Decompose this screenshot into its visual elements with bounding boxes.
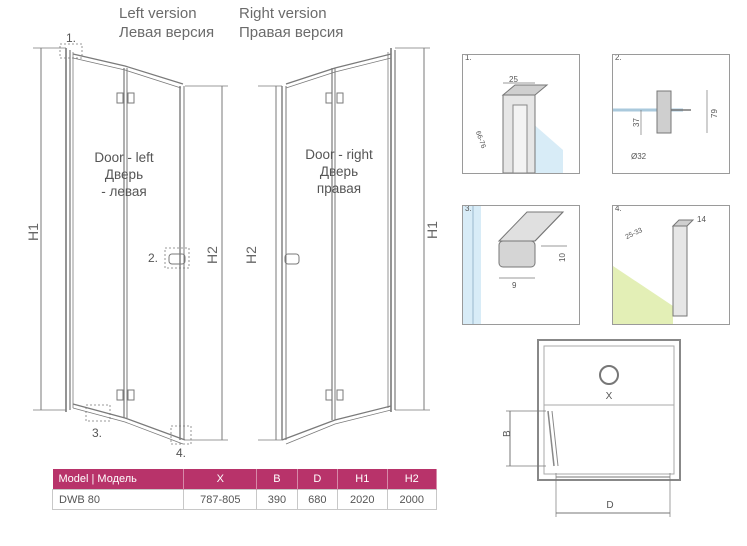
cell-h2: 2000	[386, 489, 438, 510]
callout-2-label: 2.	[148, 251, 158, 265]
th-x: X	[183, 469, 258, 490]
detail-2-diameter: Ø32	[631, 152, 647, 161]
left-version-title-en: Left version	[119, 5, 197, 22]
cell-x: 787-805	[183, 489, 258, 510]
callout-box-3	[85, 404, 111, 422]
detail-3-box: 3. 10 9	[462, 205, 580, 325]
right-version-title-en: Right version	[239, 5, 327, 22]
detail-4-box: 4. 25-33 14	[612, 205, 730, 325]
plan-d-label: D	[606, 500, 613, 511]
detail-3-drawing: 10 9	[463, 206, 567, 324]
callout-1-label: 1.	[66, 31, 76, 45]
plan-view: X B D	[502, 339, 681, 517]
th-h1: H1	[337, 469, 388, 490]
th-b: B	[256, 469, 298, 490]
detail-2-height: 79	[710, 109, 719, 118]
door-drawings: H1 H2 H2 H1 1. 2. 3. 4.	[25, 31, 440, 460]
detail-4-width: 14	[697, 215, 706, 224]
detail-2-box: 2. 79 37 Ø32	[612, 54, 730, 174]
left-door-label-en: Door - left	[94, 150, 154, 165]
spec-table: Model | Модель X B D H1 H2 DWB 80 787-80…	[51, 469, 438, 510]
h1-left-label: H1	[25, 223, 41, 241]
callout-box-4	[170, 425, 192, 445]
right-door-label-ru1: Дверь	[319, 164, 359, 179]
cell-h1: 2020	[337, 489, 388, 510]
detail-3-number: 3.	[465, 205, 472, 213]
detail-4-drawing: 25-33 14	[613, 215, 706, 324]
th-h2: H2	[387, 469, 438, 490]
plan-b-label: B	[502, 430, 513, 437]
detail-1-box: 1. 25 66-76	[462, 54, 580, 174]
detail-2-drawing: 79 37 Ø32	[613, 90, 719, 161]
detail-4-range: 25-33	[624, 227, 643, 241]
th-d: D	[297, 469, 339, 490]
table-row: DWB 80 787-805 390 680 2020 2000	[51, 489, 438, 510]
plan-x-label: X	[606, 391, 613, 402]
h2-left-label: H2	[204, 246, 220, 264]
detail-3-height: 10	[558, 253, 567, 262]
right-door-label: Door - right Дверь правая	[296, 146, 382, 197]
right-door-label-ru2: правая	[316, 181, 362, 196]
callout-4-label: 4.	[176, 446, 186, 460]
detail-2-number: 2.	[615, 54, 622, 62]
left-door-label-ru1: Дверь	[104, 167, 144, 182]
detail-1-drawing: 25 66-76	[474, 75, 563, 173]
left-version-title-ru: Левая версия	[119, 24, 215, 41]
callout-box-1	[59, 43, 83, 59]
right-version-title-ru: Правая версия	[239, 24, 344, 41]
cell-model: DWB 80	[51, 489, 185, 510]
left-door-label: Door - left Дверь - левая	[84, 149, 164, 200]
detail-4-number: 4.	[615, 205, 622, 213]
left-door-label-ru2: - левая	[101, 184, 147, 199]
detail-1-range: 66-76	[474, 130, 487, 149]
h2-right-label: H2	[243, 246, 259, 264]
right-door-label-en: Door - right	[305, 147, 373, 162]
h1-right-label: H1	[424, 221, 440, 239]
detail-2-offset: 37	[632, 118, 641, 127]
callout-3-label: 3.	[92, 426, 102, 440]
detail-1-number: 1.	[465, 54, 472, 62]
cell-b: 390	[256, 489, 298, 510]
detail-3-width: 9	[512, 281, 517, 290]
th-model: Model | Модель	[52, 469, 185, 490]
cell-d: 680	[296, 489, 339, 510]
callout-box-2	[164, 247, 190, 269]
detail-1-width: 25	[509, 75, 518, 84]
